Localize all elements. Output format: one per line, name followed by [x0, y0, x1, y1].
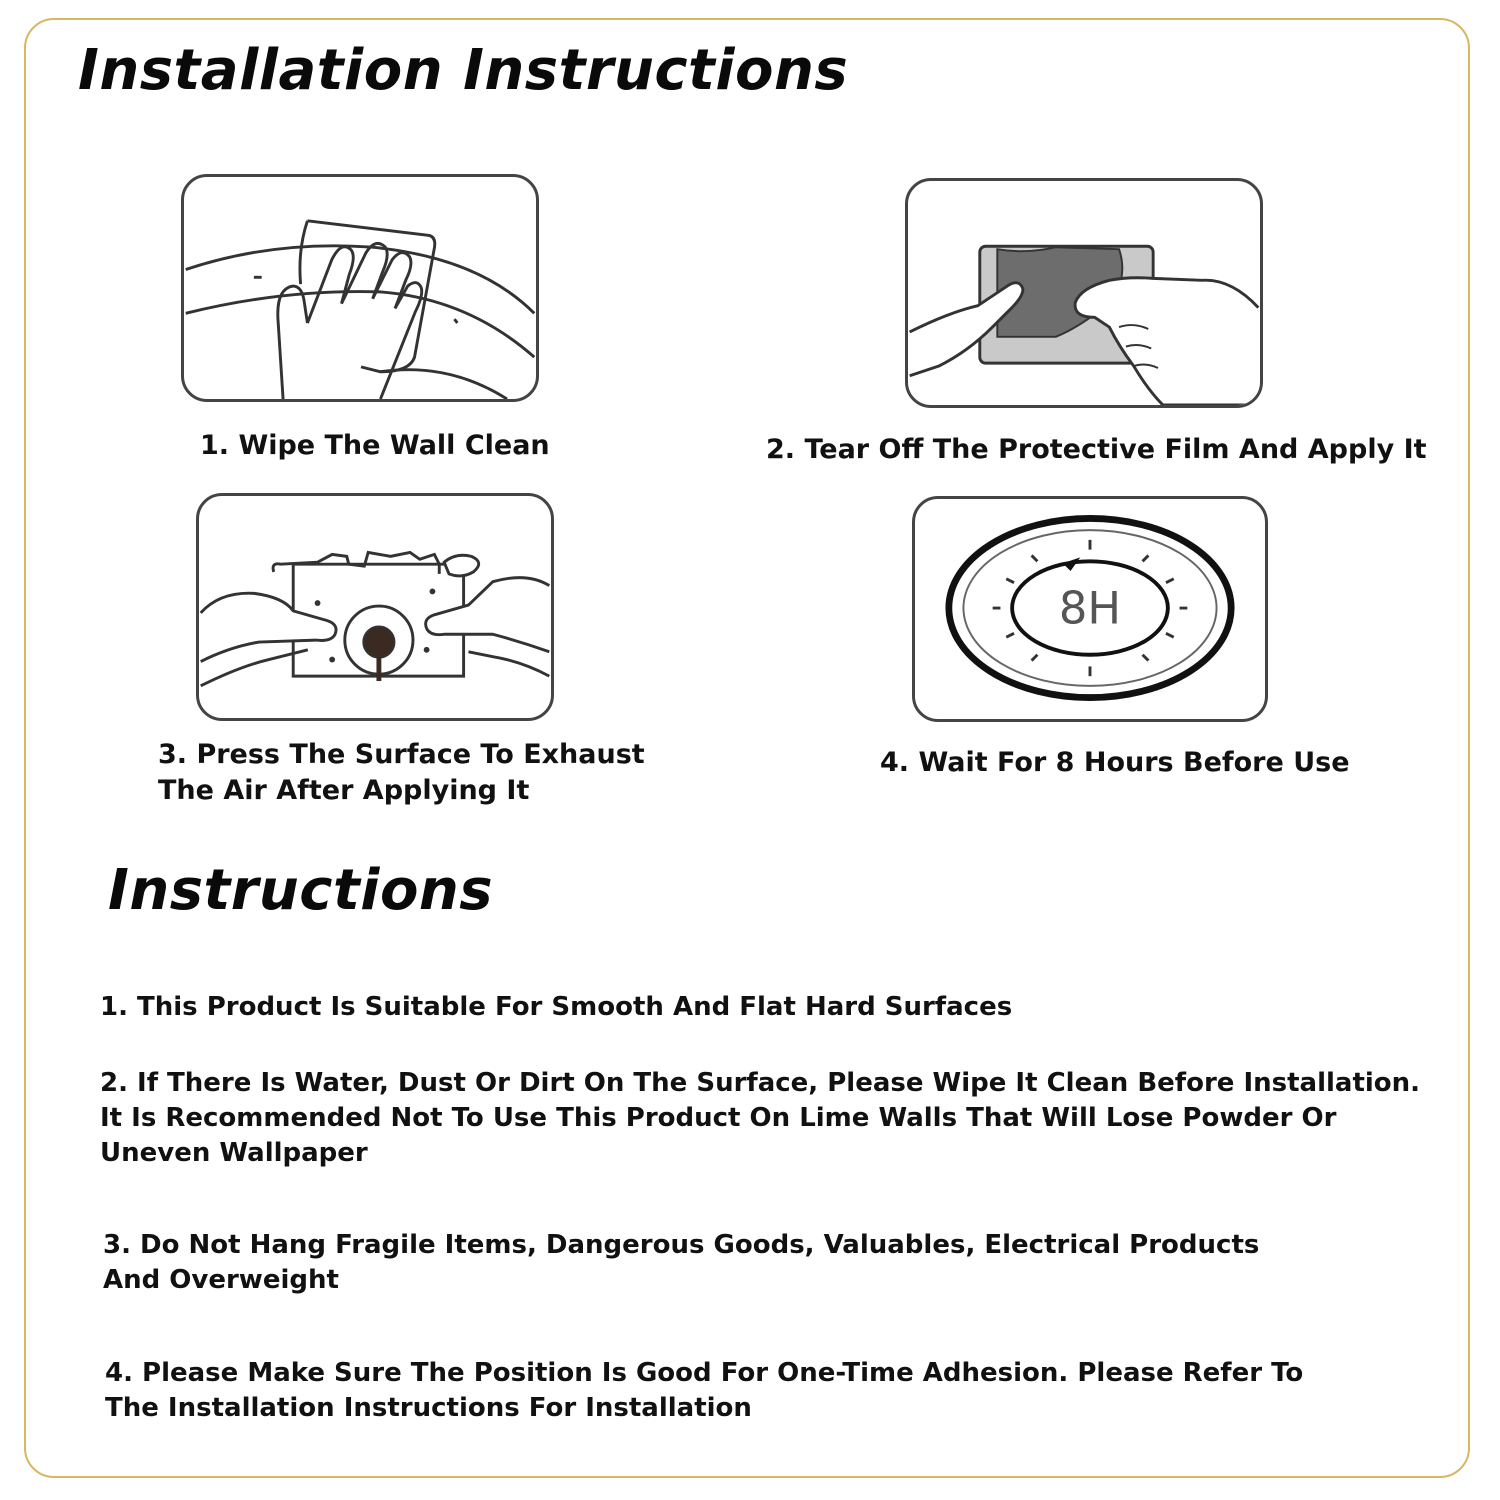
instruction-line: 4. Please Make Sure The Position Is Good… [105, 1358, 1304, 1388]
step-1-caption: 1. Wipe The Wall Clean [200, 430, 550, 461]
step-2-caption: 2. Tear Off The Protective Film And Appl… [766, 434, 1427, 465]
step-3-illustration [196, 493, 554, 721]
instruction-line: 3. Do Not Hang Fragile Items, Dangerous … [103, 1230, 1260, 1260]
clock-icon: 8H [945, 515, 1235, 701]
instruction-item-2: 2. If There Is Water, Dust Or Dirt On Th… [100, 1066, 1420, 1171]
instruction-line: 2. If There Is Water, Dust Or Dirt On Th… [100, 1068, 1421, 1098]
instruction-line: It Is Recommended Not To Use This Produc… [100, 1103, 1337, 1133]
instruction-line: The Installation Instructions For Instal… [105, 1393, 752, 1423]
instruction-line: And Overweight [103, 1265, 339, 1295]
step-3-caption-line-1: 3. Press The Surface To Exhaust [158, 739, 645, 770]
page-frame [24, 18, 1470, 1478]
step-2-illustration [905, 178, 1263, 408]
instruction-item-4: 4. Please Make Sure The Position Is Good… [105, 1356, 1303, 1426]
press-surface-icon [199, 550, 551, 688]
step-1-illustration [181, 174, 539, 402]
clock-text: 8H [1059, 582, 1121, 635]
wipe-hand-icon [185, 219, 536, 399]
instructions-title: Instructions [108, 858, 494, 923]
instruction-item-3: 3. Do Not Hang Fragile Items, Dangerous … [103, 1228, 1259, 1298]
instruction-item-1: 1. This Product Is Suitable For Smooth A… [100, 990, 1012, 1025]
installation-title: Installation Instructions [78, 38, 849, 103]
step-4-illustration: 8H [912, 496, 1268, 722]
instruction-line: 1. This Product Is Suitable For Smooth A… [100, 992, 1013, 1022]
step-4-caption: 4. Wait For 8 Hours Before Use [880, 747, 1350, 778]
step-3-caption-line-2: The Air After Applying It [158, 775, 530, 806]
instruction-line: Uneven Wallpaper [100, 1138, 368, 1168]
peel-film-icon [909, 244, 1260, 405]
